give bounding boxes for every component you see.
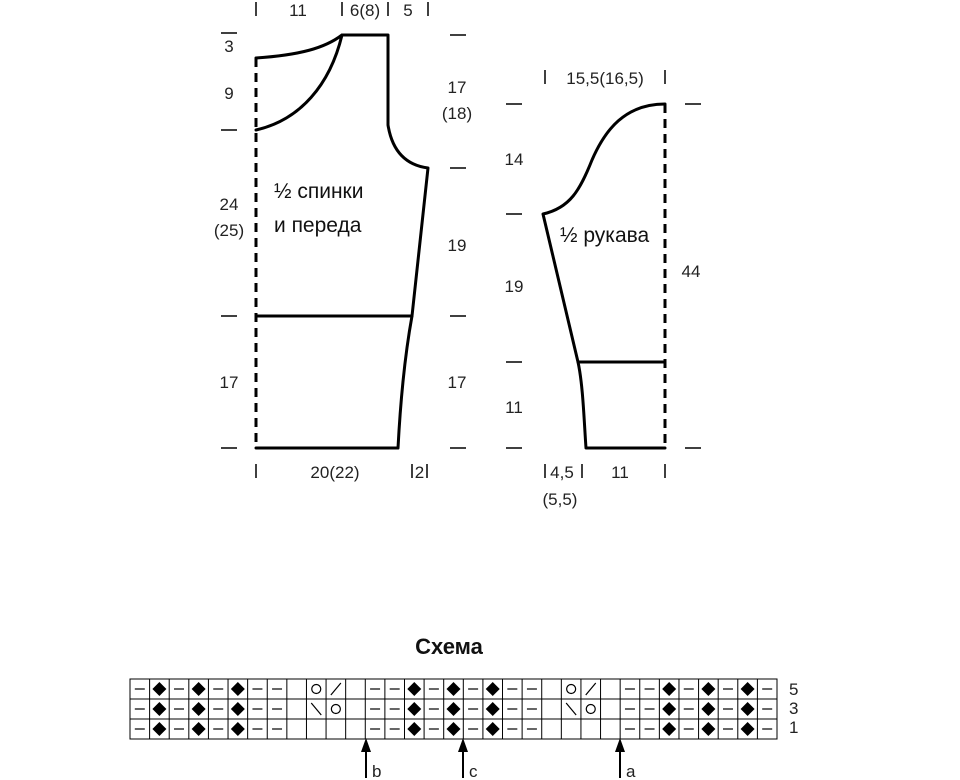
bobble-stitch-symbol: [740, 682, 755, 696]
body-bottom-width-2: 2: [415, 463, 424, 482]
sleeve-top-dimension: 15,5(16,5): [544, 69, 666, 88]
sleeve-bottom-width-1-alt: (5,5): [543, 490, 578, 509]
chart-row-number-5: 5: [789, 680, 798, 699]
sleeve-pattern-piece: ½ рукава: [541, 102, 667, 450]
sleeve-bottom-dimension: 4,5 (5,5) 11: [543, 463, 666, 509]
bobble-stitch-symbol: [662, 702, 677, 716]
chart-marker-a: a: [615, 738, 636, 780]
bobble-stitch-symbol: [701, 682, 716, 696]
bobble-stitch-symbol: [230, 682, 245, 696]
bobble-stitch-symbol: [152, 682, 167, 696]
body-label-line2: и переда: [274, 214, 362, 237]
bobble-stitch-symbol: [740, 702, 755, 716]
bobble-stitch-symbol: [485, 682, 500, 696]
bobble-stitch-symbol: [152, 722, 167, 736]
chart-row-number-3: 3: [789, 699, 798, 718]
sleeve-outline: [541, 102, 667, 450]
sleeve-right-dimension: 44: [682, 103, 701, 449]
body-left-height-2: 9: [224, 84, 233, 103]
body-top-width-3: 5: [403, 1, 412, 20]
chart-symbols: [134, 682, 773, 736]
body-right-height-3: 17: [448, 373, 467, 392]
body-neckline: [254, 33, 344, 132]
bobble-stitch-symbol: [701, 722, 716, 736]
sleeve-left-height-3: 11: [505, 398, 523, 417]
bobble-stitch-symbol: [230, 702, 245, 716]
body-left-dimension: 3 9 24 (25) 17: [214, 32, 244, 449]
decrease-right-symbol: [330, 682, 342, 696]
bobble-stitch-symbol: [230, 722, 245, 736]
sleeve-label: ½ рукава: [560, 224, 650, 247]
bobble-stitch-symbol: [407, 682, 422, 696]
sleeve-bottom-width-1: 4,5: [550, 463, 574, 482]
stitch-chart: [129, 678, 778, 740]
bobble-stitch-symbol: [191, 722, 206, 736]
body-top-dimension: 11 6(8) 5: [255, 1, 429, 20]
body-left-height-1: 3: [224, 37, 233, 56]
body-right-dimension: 17 (18) 19 17: [442, 34, 472, 449]
body-bottom-width-1: 20(22): [310, 463, 359, 482]
body-right-height-2: 19: [448, 236, 467, 255]
sleeve-left-dimension: 14 19 11: [505, 103, 524, 449]
bobble-stitch-symbol: [152, 702, 167, 716]
bobble-stitch-symbol: [662, 682, 677, 696]
chart-grid: [130, 679, 777, 739]
bobble-stitch-symbol: [446, 722, 461, 736]
body-left-height-4: 17: [220, 373, 239, 392]
body-pattern-piece: ½ спинки и переда: [254, 33, 430, 450]
decrease-left-symbol: [565, 702, 577, 716]
bobble-stitch-symbol: [407, 722, 422, 736]
body-top-width-1: 11: [289, 1, 307, 20]
body-right-height-1-alt: (18): [442, 104, 472, 123]
bobble-stitch-symbol: [740, 722, 755, 736]
sleeve-top-width: 15,5(16,5): [566, 69, 644, 88]
bobble-stitch-symbol: [485, 702, 500, 716]
chart-title: Схема: [415, 634, 484, 659]
yarn-over-symbol: [566, 683, 577, 695]
chart-marker-b-label: b: [372, 762, 381, 780]
chart-marker-c: c: [458, 738, 478, 780]
sleeve-bottom-width-2: 11: [611, 463, 629, 482]
bobble-stitch-symbol: [191, 682, 206, 696]
body-left-height-3: 24: [220, 195, 239, 214]
body-label-line1: ½ спинки: [274, 180, 363, 203]
body-outline: [254, 33, 430, 450]
bobble-stitch-symbol: [485, 722, 500, 736]
bobble-stitch-symbol: [662, 722, 677, 736]
bobble-stitch-symbol: [407, 702, 422, 716]
body-left-height-3-alt: (25): [214, 221, 244, 240]
sleeve-left-height-2: 19: [505, 277, 524, 296]
sleeve-right-height: 44: [682, 262, 701, 281]
sleeve-left-height-1: 14: [505, 150, 524, 169]
chart-marker-b: b: [361, 738, 381, 780]
body-bottom-dimension: 20(22) 2: [255, 463, 428, 482]
chart-marker-a-label: a: [626, 762, 636, 780]
chart-marker-c-label: c: [469, 762, 478, 780]
yarn-over-symbol: [311, 683, 322, 695]
body-top-width-2: 6(8): [350, 1, 380, 20]
bobble-stitch-symbol: [446, 702, 461, 716]
bobble-stitch-symbol: [191, 702, 206, 716]
bobble-stitch-symbol: [446, 682, 461, 696]
body-right-height-1: 17: [448, 78, 467, 97]
decrease-left-symbol: [310, 702, 322, 716]
chart-frame: [129, 678, 778, 740]
bobble-stitch-symbol: [701, 702, 716, 716]
yarn-over-symbol: [330, 703, 341, 715]
yarn-over-symbol: [585, 703, 596, 715]
decrease-right-symbol: [585, 682, 597, 696]
chart-row-number-1: 1: [789, 718, 798, 737]
